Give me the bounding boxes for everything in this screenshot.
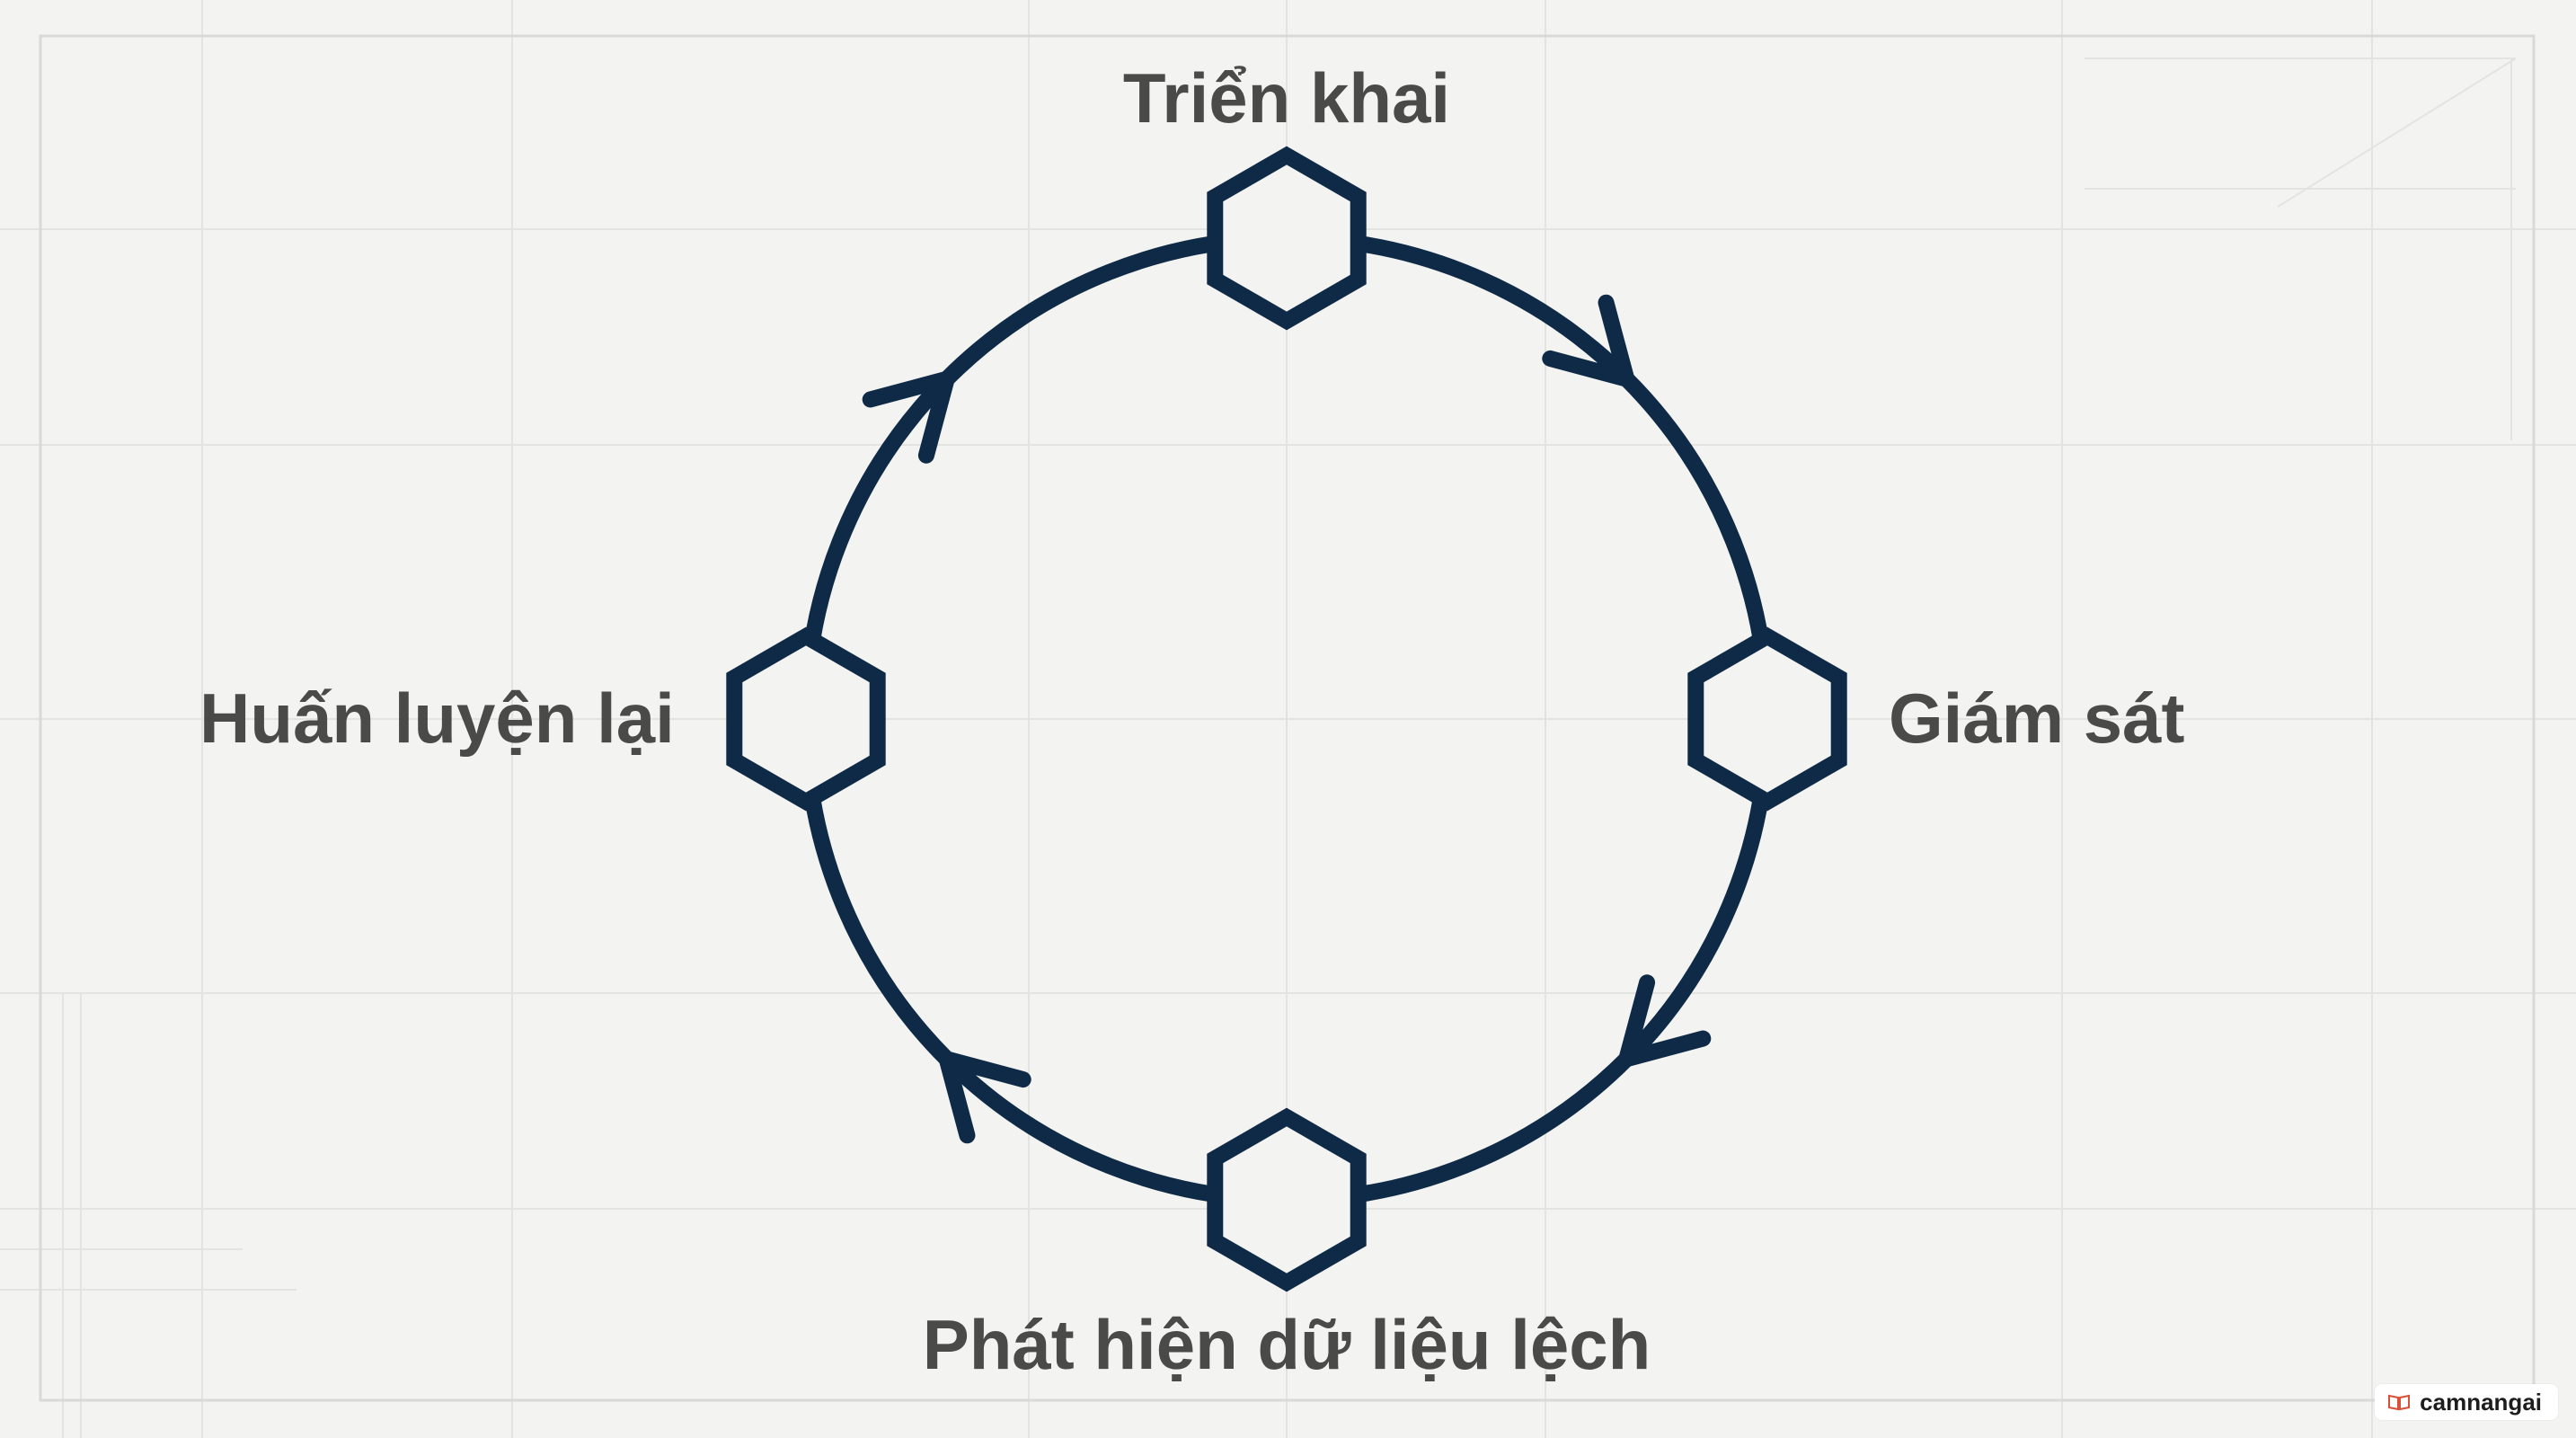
arrow-deploy-to-monitor xyxy=(1542,294,1639,391)
node-hexagon-retrain xyxy=(726,626,886,812)
node-hexagon-monitor xyxy=(1687,626,1847,812)
frame-border xyxy=(39,34,2536,1402)
node-label-monitor: Giám sát xyxy=(1889,679,2185,758)
watermark: camnangai xyxy=(2375,1384,2558,1420)
node-label-drift-detection: Phát hiện dữ liệu lệch xyxy=(922,1305,1651,1384)
node-label-deploy: Triển khai xyxy=(1122,58,1451,138)
watermark-text: camnangai xyxy=(2420,1388,2542,1416)
node-label-retrain: Huấn luyện lại xyxy=(199,679,675,758)
node-hexagon-deploy xyxy=(1207,146,1367,331)
book-icon xyxy=(2388,1394,2411,1411)
node-hexagon-drift-detection xyxy=(1207,1107,1367,1292)
arrow-retrain-to-deploy xyxy=(862,367,959,464)
arrow-drift-to-retrain xyxy=(934,1047,1031,1144)
arrow-monitor-to-drift xyxy=(1615,974,1712,1071)
cycle xyxy=(726,146,1847,1292)
